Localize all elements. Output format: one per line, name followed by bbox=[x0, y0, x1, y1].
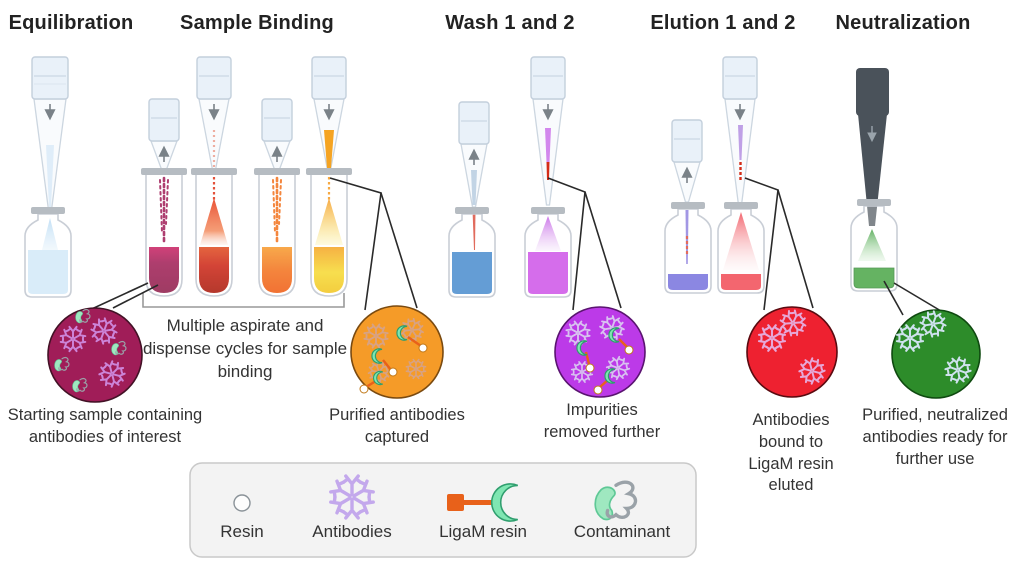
callout-circle-impurities bbox=[554, 306, 646, 398]
vial-stopper bbox=[671, 202, 705, 209]
tube-cap bbox=[254, 168, 300, 175]
elution-pipette-2 bbox=[722, 56, 758, 206]
callout-caption-neutralized: Purified, neutralized antibodies ready f… bbox=[862, 406, 1008, 468]
vial-stopper bbox=[455, 207, 489, 214]
sample-pipette-3 bbox=[261, 98, 293, 173]
tube-cap bbox=[141, 168, 187, 175]
legend-label-resin: Resin bbox=[220, 522, 264, 541]
equilibration-pipette bbox=[31, 56, 69, 211]
callout-lines-2 bbox=[329, 177, 418, 311]
wash-vial-1 bbox=[448, 207, 496, 298]
stage-title-elution: Elution 1 and 2 bbox=[650, 12, 796, 34]
legend-label-antibodies: Antibodies bbox=[312, 522, 392, 541]
sample-tube-1 bbox=[141, 168, 187, 297]
stage-wash bbox=[448, 56, 572, 298]
sample-pipette-1 bbox=[148, 98, 180, 173]
legend-box bbox=[189, 462, 697, 558]
binding-bracket bbox=[142, 293, 345, 308]
vial-stopper bbox=[857, 199, 891, 206]
elution-vial-2 bbox=[717, 202, 765, 294]
sample-tube-2 bbox=[191, 168, 237, 297]
callout-lines-5 bbox=[883, 280, 942, 316]
legend-label-contaminant: Contaminant bbox=[573, 522, 671, 541]
stage-neutralization bbox=[850, 68, 898, 292]
ligam-bound-resin bbox=[576, 327, 634, 395]
callout-lines-3 bbox=[547, 177, 622, 311]
neutralization-vial bbox=[850, 199, 898, 292]
sample-tube-4 bbox=[306, 168, 352, 297]
resin-icon bbox=[233, 494, 251, 512]
wash-pipette-1 bbox=[458, 101, 490, 208]
ligam-bound-resin bbox=[359, 325, 428, 394]
ligam-resin-icon bbox=[447, 483, 519, 522]
callout-circle-purified-captured bbox=[350, 305, 444, 399]
vial-stopper bbox=[531, 207, 565, 214]
tube-cap bbox=[306, 168, 352, 175]
neutralization-pipette bbox=[856, 68, 889, 226]
tube-cap bbox=[191, 168, 237, 175]
stage-sample-binding bbox=[141, 56, 352, 308]
stage-equilibration bbox=[24, 56, 72, 298]
elution-pipette-1 bbox=[671, 119, 703, 203]
vial-stopper bbox=[31, 207, 65, 214]
callout-caption-purified-captured: Purified antibodies captured bbox=[329, 406, 465, 446]
sample-tube-3 bbox=[254, 168, 300, 297]
sample-binding-note: Multiple aspirate and dispense cycles fo… bbox=[142, 316, 348, 381]
stage-title-wash: Wash 1 and 2 bbox=[445, 12, 575, 34]
wash-pipette-2 bbox=[530, 56, 566, 206]
equilibration-vial bbox=[24, 207, 72, 298]
sample-pipette-2 bbox=[196, 56, 232, 171]
stage-title-sample-binding: Sample Binding bbox=[180, 12, 334, 34]
legend-label-ligam-resin: LigaM resin bbox=[439, 522, 527, 541]
elution-vial-1 bbox=[664, 202, 712, 294]
wash-vial-2 bbox=[524, 207, 572, 298]
stage-title-neutralization: Neutralization bbox=[835, 12, 971, 34]
callout-caption-starting-sample: Starting sample containing antibodies of… bbox=[7, 406, 203, 446]
callout-circle-starting-sample bbox=[47, 307, 143, 403]
callout-circle-eluted bbox=[746, 307, 838, 398]
sample-pipette-4 bbox=[311, 56, 347, 171]
callout-circle-neutralized bbox=[891, 308, 981, 399]
stage-elution bbox=[664, 56, 765, 294]
stage-title-equilibration: Equilibration bbox=[8, 12, 134, 34]
callout-caption-eluted: Antibodies bound to LigaM resin eluted bbox=[748, 411, 834, 495]
vial-stopper bbox=[724, 202, 758, 209]
callout-lines-4 bbox=[744, 177, 814, 311]
callout-caption-impurities: Impurities removed further bbox=[543, 401, 661, 441]
